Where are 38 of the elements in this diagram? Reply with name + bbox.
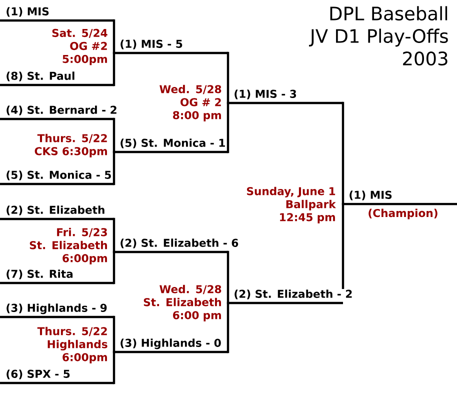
- team-slot: (2) St. Elizabeth: [0, 206, 114, 220]
- bracket-line: [226, 102, 230, 154]
- team-slot: (6) SPX - 5: [0, 370, 114, 384]
- bracket-line: [226, 302, 230, 354]
- team-slot: (2) St. Elizabeth - 2: [228, 290, 352, 304]
- team-slot: (1) MIS: [0, 7, 114, 22]
- game-details: Sunday, June 1 Ballpark 12:45 pm: [247, 186, 336, 224]
- bracket-line: [112, 118, 116, 154]
- status-label: (Champion): [368, 208, 438, 220]
- game-details: Sat. 5/24 OG #2 5:00pm: [52, 28, 108, 66]
- bracket-line: [342, 102, 344, 206]
- game-details: Thurs. 5/22 Highlands 6:00pm: [37, 326, 108, 364]
- team-slot: (2) St. Elizabeth - 6: [114, 238, 238, 254]
- team-slot: (1) MIS - 5: [114, 40, 228, 54]
- bracket-line: [226, 250, 230, 304]
- team-slot: (8) St. Paul: [0, 72, 114, 86]
- bracket-line: [112, 218, 116, 254]
- game-details: Thurs. 5/22 CKS 6:30pm: [34, 134, 107, 158]
- bracket-line: [342, 202, 344, 289]
- bracket-line: [112, 350, 116, 384]
- bracket-line: [112, 250, 116, 284]
- team-slot: (1) MIS: [343, 190, 457, 206]
- team-slot: (3) Highlands - 9: [0, 304, 114, 318]
- team-slot: (4) St. Bernard - 2: [0, 106, 116, 120]
- team-slot: (3) Highlands - 0: [114, 338, 228, 354]
- team-slot: (7) St. Rita: [0, 270, 114, 284]
- team-slot: (5) St. Monica - 1: [114, 138, 228, 154]
- game-details: Fri. 5/23 St. Elizabeth 6:00pm: [30, 228, 107, 264]
- title: DPL Baseball JV D1 Play-Offs 2003: [309, 6, 448, 66]
- team-slot: (5) St. Monica - 5: [0, 170, 114, 186]
- bracket-line: [112, 316, 116, 354]
- team-slot: (1) MIS - 3: [228, 90, 343, 104]
- bracket-line: [112, 52, 116, 86]
- bracket-line: [112, 19, 116, 54]
- game-details: Wed. 5/28 St. Elizabeth 6:00 pm: [144, 284, 222, 322]
- bracket-line: [112, 150, 116, 186]
- bracket-line: [226, 52, 230, 104]
- game-details: Wed. 5/28 OG # 2 8:00 pm: [160, 84, 222, 122]
